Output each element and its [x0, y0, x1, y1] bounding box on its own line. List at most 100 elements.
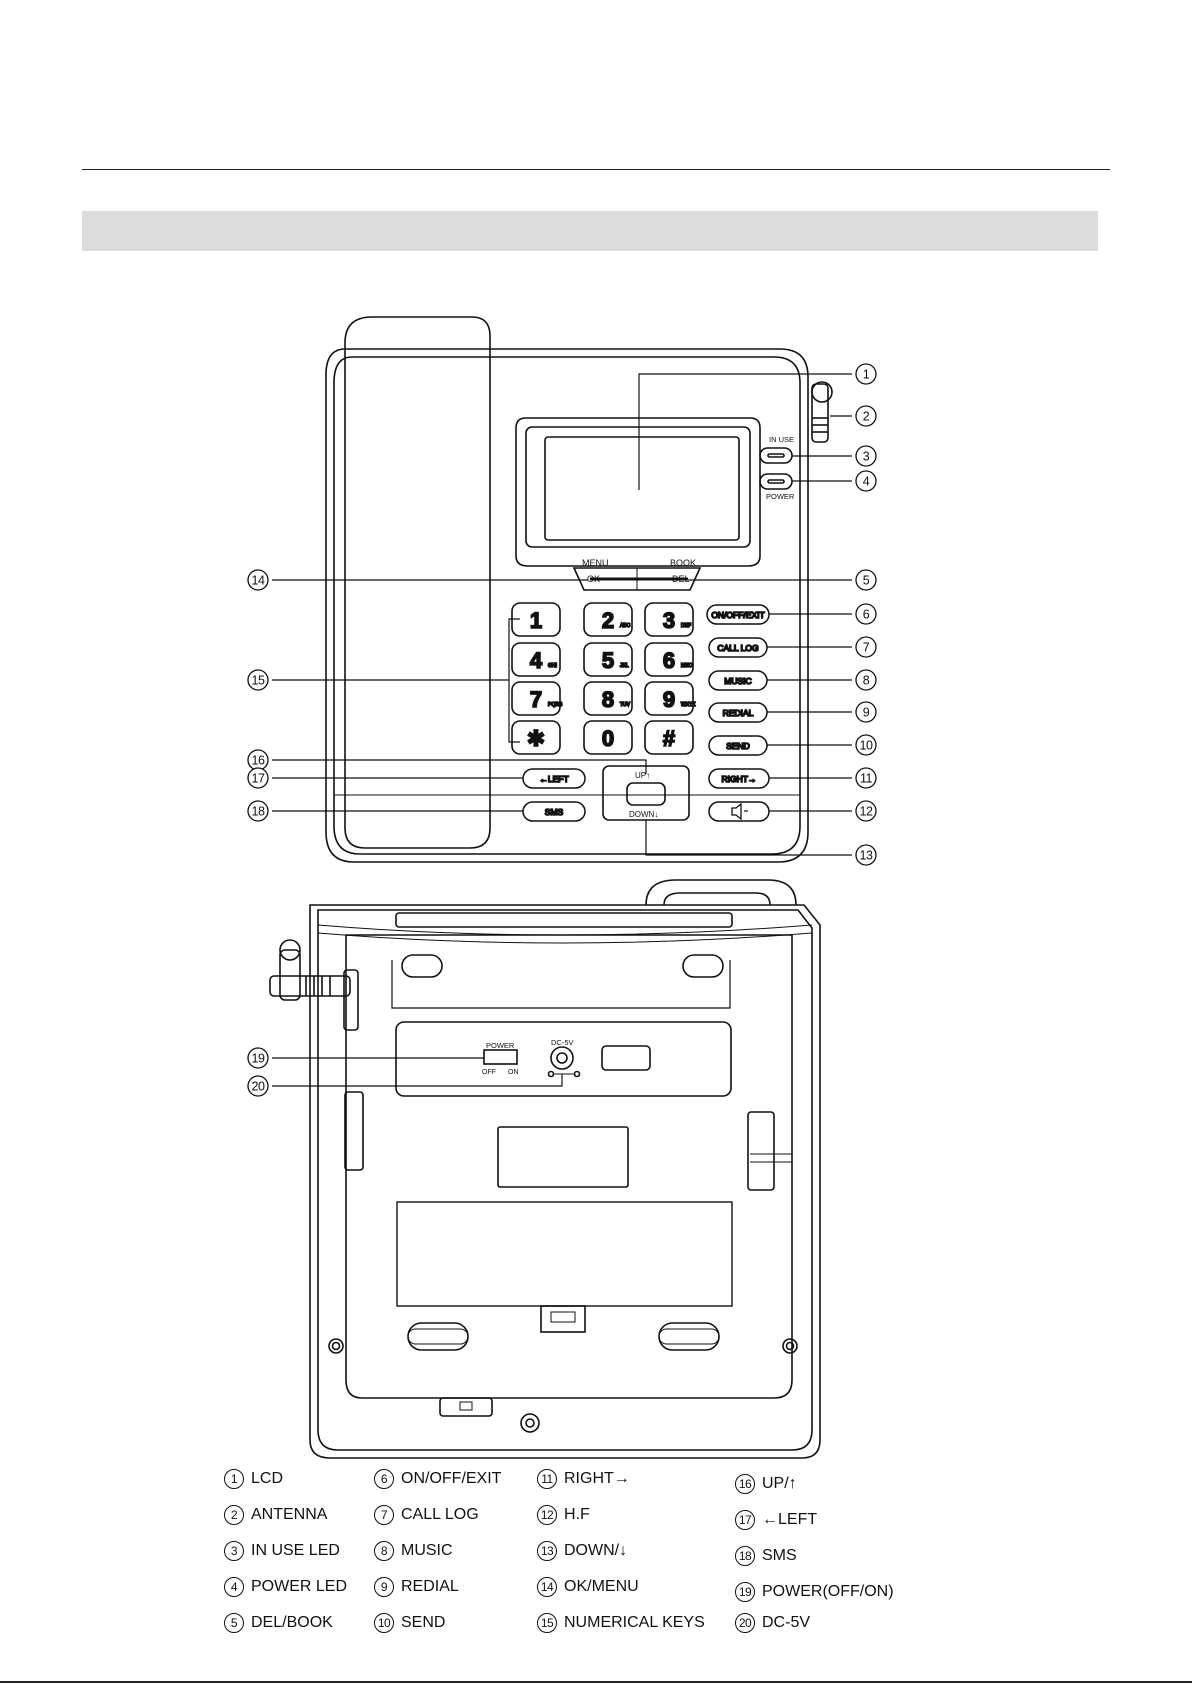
svg-text:19: 19 — [252, 1052, 265, 1066]
menu-label: MENU — [582, 558, 609, 568]
music-key[interactable]: MUSIC — [708, 670, 768, 691]
callout-7: 7 — [855, 636, 877, 658]
footer-rule — [0, 1681, 1192, 1683]
callout-10: 10 — [855, 734, 877, 756]
key-digit: 4 — [530, 648, 543, 673]
svg-text:9: 9 — [863, 706, 870, 720]
sms-key[interactable]: SMS — [522, 801, 586, 822]
back-panel — [395, 1021, 732, 1097]
svg-text:3: 3 — [863, 450, 870, 464]
callout-5: 5 — [855, 569, 877, 591]
callout-6: 6 — [855, 603, 877, 625]
svg-text:1: 1 — [863, 368, 870, 382]
svg-text:6: 6 — [863, 608, 870, 622]
left-key[interactable]: ←LEFT — [522, 768, 586, 789]
key-letters: DEF — [681, 623, 691, 629]
on-label: ON — [508, 1069, 519, 1076]
key-12[interactable]: # — [644, 720, 694, 755]
right-key-label: RIGHT→ — [722, 774, 757, 784]
call-log-key-label: CALL LOG — [717, 643, 758, 653]
dc-jack — [550, 1046, 574, 1070]
key-1[interactable]: 1 — [511, 602, 561, 637]
svg-text:10: 10 — [860, 739, 873, 753]
svg-text:16: 16 — [252, 754, 265, 768]
callout-18: 18 — [247, 800, 269, 822]
svg-text:20: 20 — [252, 1080, 265, 1094]
key-11[interactable]: 0 — [583, 720, 633, 755]
svg-text:5: 5 — [863, 574, 870, 588]
send-key-label: SEND — [726, 741, 750, 751]
key-letters: PQRS — [548, 702, 563, 708]
power-led-label: POWER — [766, 492, 795, 501]
header-rule — [82, 169, 1110, 170]
music-key-label: MUSIC — [724, 676, 751, 686]
on-off-exit-key[interactable]: ON/OFF/EXIT — [706, 604, 770, 625]
sms-key-label: SMS — [545, 807, 564, 817]
power-led — [759, 473, 793, 490]
callout-17: 17 — [247, 767, 269, 789]
nav-center-button[interactable] — [626, 782, 666, 806]
lcd-bezel — [515, 417, 761, 567]
phone-back-view — [269, 879, 821, 1459]
in-use-led — [759, 447, 793, 464]
callout-16: 16 — [247, 749, 269, 771]
svg-text:4: 4 — [863, 475, 870, 489]
key-digit: 1 — [530, 608, 542, 633]
key-10[interactable]: ✱ — [511, 720, 561, 755]
dc-5v-label: DC-5V — [551, 1038, 574, 1047]
call-log-key[interactable]: CALL LOG — [708, 637, 768, 658]
svg-text:12: 12 — [860, 805, 873, 819]
power-switch[interactable] — [483, 1049, 518, 1065]
callout-15: 15 — [247, 669, 269, 691]
key-digit: # — [663, 726, 675, 751]
key-letters: MNO — [681, 663, 693, 669]
key-digit: 6 — [663, 648, 675, 673]
key-digit: 7 — [530, 687, 542, 712]
up-label: UP↑ — [635, 771, 650, 780]
svg-text:17: 17 — [252, 772, 265, 786]
del-label: DEL — [672, 574, 690, 584]
callout-2: 2 — [855, 405, 877, 427]
key-digit: 8 — [602, 687, 614, 712]
section-band — [82, 211, 1098, 251]
redial-key-label: REDIAL — [723, 708, 754, 718]
book-label: BOOK — [670, 558, 696, 568]
right-key[interactable]: RIGHT→ — [708, 768, 770, 789]
svg-text:18: 18 — [252, 805, 265, 819]
callout-11: 11 — [855, 767, 877, 789]
on-off-exit-key-label: ON/OFF/EXIT — [711, 610, 764, 620]
callout-13: 13 — [855, 844, 877, 866]
key-letters: WXYZ — [681, 702, 695, 708]
send-key[interactable]: SEND — [708, 735, 768, 756]
hands-free-key[interactable] — [708, 801, 770, 822]
menu-ok-key[interactable] — [572, 567, 702, 591]
callout-3: 3 — [855, 445, 877, 467]
key-letters: ABC — [620, 623, 631, 629]
key-letters: GHI — [548, 663, 557, 669]
key-letters: TUV — [620, 702, 631, 708]
phone-front-view — [325, 316, 833, 863]
svg-text:11: 11 — [860, 772, 873, 786]
callout-12: 12 — [855, 800, 877, 822]
key-digit: 9 — [663, 687, 675, 712]
key-digit: 0 — [602, 726, 614, 751]
svg-text:7: 7 — [863, 641, 870, 655]
redial-key[interactable]: REDIAL — [708, 702, 768, 723]
svg-text:8: 8 — [863, 674, 870, 688]
callout-4: 4 — [855, 470, 877, 492]
speaker-icon — [731, 802, 742, 821]
in-use-label: IN USE — [769, 435, 794, 444]
down-label: DOWN↓ — [629, 810, 658, 819]
off-label: OFF — [482, 1069, 496, 1076]
callout-19: 19 — [247, 1047, 269, 1069]
key-digit: 2 — [602, 608, 614, 633]
